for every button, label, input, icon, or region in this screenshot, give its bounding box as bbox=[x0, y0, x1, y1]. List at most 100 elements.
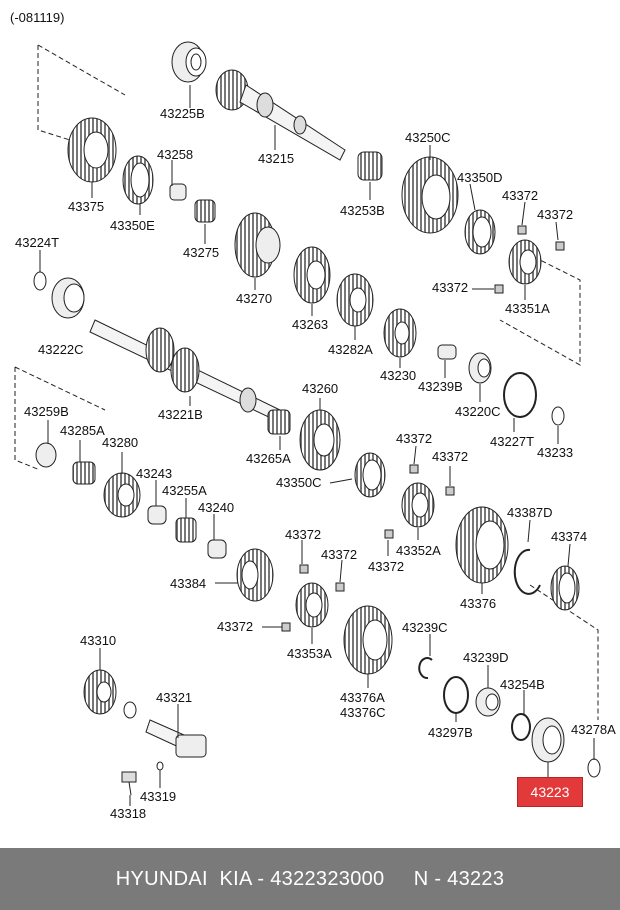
hub-43353A bbox=[295, 582, 329, 628]
header-code: (-081119) bbox=[10, 10, 65, 25]
part-label-43221B[interactable]: 43221B bbox=[158, 407, 203, 422]
bearing-43220C bbox=[468, 352, 492, 384]
part-label-43376A[interactable]: 43376A bbox=[340, 690, 385, 705]
exploded-parts-diagram bbox=[14, 41, 601, 806]
part-label-43321[interactable]: 43321 bbox=[156, 690, 193, 705]
clip-43387D bbox=[513, 548, 541, 595]
part-label-43372-b[interactable]: 43372 bbox=[537, 207, 574, 222]
part-label-43230[interactable]: 43230 bbox=[380, 368, 417, 383]
hub-43351A bbox=[508, 239, 542, 285]
part-label-43372-c[interactable]: 43372 bbox=[432, 280, 469, 295]
needle-bearing-43253B bbox=[357, 151, 383, 181]
key-43372e bbox=[445, 486, 455, 496]
part-label-43220C[interactable]: 43220C bbox=[455, 404, 501, 419]
bearing-43223 bbox=[531, 717, 565, 763]
part-label-43374[interactable]: 43374 bbox=[551, 529, 588, 544]
sleeve-43376A bbox=[343, 605, 393, 675]
part-label-43250C[interactable]: 43250C bbox=[405, 130, 451, 145]
gear-43310 bbox=[83, 669, 117, 715]
part-label-43372-i[interactable]: 43372 bbox=[217, 619, 254, 634]
needle-43285A bbox=[72, 461, 96, 485]
needle-43255A bbox=[175, 517, 197, 543]
part-label-43376C[interactable]: 43376C bbox=[340, 705, 386, 720]
sync-ring-43374 bbox=[550, 565, 580, 611]
part-label-43270[interactable]: 43270 bbox=[236, 291, 273, 306]
bearing-43222C bbox=[51, 277, 85, 319]
part-label-43350D[interactable]: 43350D bbox=[457, 170, 503, 185]
part-label-43351A[interactable]: 43351A bbox=[505, 301, 550, 316]
part-label-43233[interactable]: 43233 bbox=[537, 445, 574, 460]
bearing-43225B bbox=[171, 41, 207, 83]
part-label-43225B[interactable]: 43225B bbox=[160, 106, 205, 121]
footer-part-info: HYUNDAI KIA - 4322323000 N - 43223 bbox=[0, 848, 620, 910]
part-label-43227T[interactable]: 43227T bbox=[490, 434, 535, 449]
part-label-43372-g[interactable]: 43372 bbox=[285, 527, 322, 542]
part-label-43285A[interactable]: 43285A bbox=[60, 423, 105, 438]
part-label-43258[interactable]: 43258 bbox=[157, 147, 194, 162]
part-label-43282A[interactable]: 43282A bbox=[328, 342, 373, 357]
key-43372d bbox=[409, 464, 419, 474]
sleeve-43240 bbox=[207, 539, 227, 559]
part-label-43310[interactable]: 43310 bbox=[80, 633, 117, 648]
part-label-43350C[interactable]: 43350C bbox=[276, 475, 322, 490]
ring-43297B bbox=[443, 676, 469, 714]
part-label-43275[interactable]: 43275 bbox=[183, 245, 220, 260]
part-label-43224T[interactable]: 43224T bbox=[15, 235, 60, 250]
ring-43254B bbox=[511, 713, 531, 741]
part-label-43255A[interactable]: 43255A bbox=[162, 483, 207, 498]
part-label-43239C[interactable]: 43239C bbox=[402, 620, 448, 635]
key-43372h bbox=[335, 582, 345, 592]
part-label-43319[interactable]: 43319 bbox=[140, 789, 177, 804]
sync-ring-43350E bbox=[122, 155, 154, 205]
part-label-43384[interactable]: 43384 bbox=[170, 576, 207, 591]
part-label-43222C[interactable]: 43222C bbox=[38, 342, 84, 357]
sync-ring-43350D bbox=[464, 209, 496, 255]
part-label-43259B[interactable]: 43259B bbox=[24, 404, 69, 419]
part-label-43278A[interactable]: 43278A bbox=[571, 722, 616, 737]
part-label-43239D[interactable]: 43239D bbox=[463, 650, 509, 665]
part-label-43297B[interactable]: 43297B bbox=[428, 725, 473, 740]
shaft-43321 bbox=[145, 719, 207, 758]
highlighted-part-43223[interactable]: 43223 bbox=[517, 777, 583, 807]
key-43372b bbox=[555, 241, 565, 251]
part-label-43352A[interactable]: 43352A bbox=[396, 543, 441, 558]
part-label-43263[interactable]: 43263 bbox=[292, 317, 329, 332]
needle-43265A bbox=[267, 409, 291, 435]
gear-43230 bbox=[383, 308, 417, 358]
bolt-43318 bbox=[121, 771, 137, 796]
gear-43260 bbox=[299, 409, 341, 471]
part-label-43372-h[interactable]: 43372 bbox=[321, 547, 358, 562]
part-label-43215[interactable]: 43215 bbox=[258, 151, 295, 166]
gear-43263 bbox=[293, 246, 331, 304]
gear-43375 bbox=[67, 117, 117, 183]
part-label-43372-a[interactable]: 43372 bbox=[502, 188, 539, 203]
key-43372a bbox=[517, 225, 527, 235]
part-label-43387D[interactable]: 43387D bbox=[507, 505, 553, 520]
part-label-43372-d[interactable]: 43372 bbox=[396, 431, 433, 446]
gear-43280 bbox=[103, 472, 141, 518]
spacer-43239B bbox=[437, 344, 457, 360]
part-label-43265A[interactable]: 43265A bbox=[246, 451, 291, 466]
part-label-43372-e[interactable]: 43372 bbox=[432, 449, 469, 464]
part-label-43254B[interactable]: 43254B bbox=[500, 677, 545, 692]
race-43259B bbox=[35, 442, 57, 468]
part-label-43260[interactable]: 43260 bbox=[302, 381, 339, 396]
part-label-43253B[interactable]: 43253B bbox=[340, 203, 385, 218]
part-label-43240[interactable]: 43240 bbox=[198, 500, 235, 515]
sleeve-43258 bbox=[169, 183, 187, 201]
part-label-43239B[interactable]: 43239B bbox=[418, 379, 463, 394]
part-label-43280[interactable]: 43280 bbox=[102, 435, 139, 450]
part-label-43318[interactable]: 43318 bbox=[110, 806, 147, 821]
shaft-43221B bbox=[89, 319, 281, 421]
part-label-43353A[interactable]: 43353A bbox=[287, 646, 332, 661]
part-label-43350E[interactable]: 43350E bbox=[110, 218, 155, 233]
part-label-43376[interactable]: 43376 bbox=[460, 596, 497, 611]
part-label-43375[interactable]: 43375 bbox=[68, 199, 105, 214]
ring-43233 bbox=[551, 406, 565, 426]
ring-43319 bbox=[156, 761, 164, 771]
part-label-43372-f[interactable]: 43372 bbox=[368, 559, 405, 574]
part-label-43243[interactable]: 43243 bbox=[136, 466, 173, 481]
hub-43352A bbox=[401, 482, 435, 528]
race-43239D bbox=[475, 687, 501, 717]
sync-ring-43350C bbox=[354, 452, 386, 498]
